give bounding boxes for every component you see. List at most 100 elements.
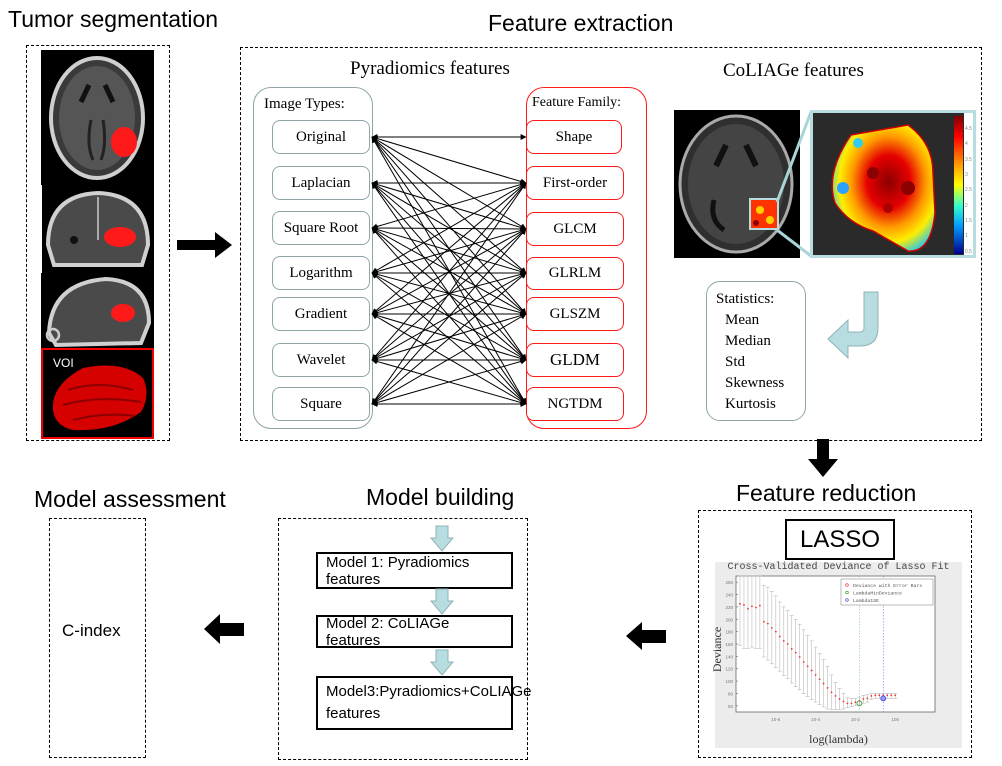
y-tick-label: 180 [725, 630, 733, 635]
image-type-square-root: Square Root [272, 211, 370, 245]
deviance-point [830, 691, 833, 694]
arrow-left-icon [204, 614, 244, 644]
image-type-gradient: Gradient [272, 297, 370, 331]
model-2-box: Model 2: CoLIAGe features [316, 614, 513, 649]
voi-label: VOI [53, 356, 74, 370]
model-building-panel [278, 518, 528, 760]
deviance-point [802, 661, 805, 663]
arrow-left-icon [626, 622, 666, 650]
deviance-point [890, 694, 893, 697]
colorbar-tick: 4.5 [965, 126, 972, 132]
legend-marker [845, 583, 849, 587]
legend-entry: LambdaMinDeviance [853, 591, 902, 597]
lasso-label: LASSO [799, 525, 881, 553]
y-tick-label: 160 [725, 642, 733, 647]
deviance-point [798, 656, 801, 658]
feature-family-ngtdm: NGTDM [526, 387, 624, 421]
feature-family-first-order: First-order [526, 166, 624, 200]
deviance-point [874, 694, 877, 697]
image-types-header: Image Types: [264, 96, 345, 112]
arrow-down-icon [808, 439, 838, 477]
y-tick-label: 60 [728, 704, 734, 709]
c-index-label: C-index [62, 621, 121, 640]
lasso-cv-chart: Cross-Validated Deviance of Lasso Fit 60… [710, 562, 962, 748]
y-tick-label: 220 [725, 605, 733, 610]
deviance-point [739, 602, 741, 605]
lambda-1se-marker [880, 695, 887, 702]
x-tick-label: 100 [891, 717, 899, 722]
chart-ylabel: Deviance [710, 626, 725, 673]
feature-reduction-title: Feature reduction [736, 480, 917, 506]
deviance-point [850, 702, 853, 705]
deviance-point [862, 698, 865, 700]
model-1-label: Model 1: Pyradiomics features [326, 553, 470, 588]
deviance-point [894, 694, 897, 697]
deviance-point [866, 697, 869, 700]
feature-extraction-title: Feature extraction [488, 10, 674, 36]
feature-family-glcm: GLCM [526, 212, 624, 246]
sagittal-brain-graphic [45, 276, 152, 348]
deviance-point [810, 669, 813, 672]
deviance-point [774, 630, 777, 633]
lasso-label-box: LASSO [785, 519, 895, 560]
light-arrow-down-icon [429, 525, 455, 552]
x-tick-label: 10-6 [771, 717, 781, 722]
statistic-median: Median [725, 333, 771, 349]
deviance-point [755, 606, 757, 609]
deviance-point [766, 622, 769, 625]
y-tick-label: 120 [725, 667, 733, 672]
colorbar-tick: 4 [965, 141, 968, 148]
model-2-label: Model 2: CoLIAGe features [326, 614, 450, 649]
feature-family-shape: Shape [526, 120, 622, 154]
axial-mri-image [41, 50, 154, 185]
colorbar-tick-labels: 4.543.532.521.510.50 [963, 118, 973, 255]
pyradiomics-title: Pyradiomics features [350, 58, 510, 79]
y-tick-label: 200 [725, 617, 733, 622]
deviance-point [786, 643, 789, 645]
legend-entry: Lambda1SE [853, 598, 879, 604]
deviance-point [826, 686, 829, 689]
tumor-segmentation-title: Tumor segmentation [8, 6, 219, 32]
deviance-point [762, 620, 765, 623]
model-assessment-panel [49, 518, 146, 758]
deviance-point [818, 678, 821, 681]
colorbar-tick: 3.5 [965, 156, 972, 163]
deviance-point [814, 674, 817, 676]
model-3-label: Model3:Pyradiomics+CoLIAGe features [326, 683, 532, 722]
deviance-point [758, 604, 761, 607]
coliage-mri-image [674, 110, 800, 258]
feature-family-glrlm: GLRLM [526, 257, 624, 290]
feature-family-glszm: GLSZM [526, 297, 624, 331]
statistics-box [706, 281, 806, 421]
legend-box [840, 578, 934, 606]
curved-arrow-icon [827, 291, 879, 360]
chart-xlabel: log(lambda) [809, 732, 868, 746]
deviance-point [870, 695, 873, 697]
image-type-original: Original [272, 120, 370, 154]
y-tick-label: 240 [725, 593, 733, 598]
colorbar-tick: 2.5 [965, 187, 972, 194]
deviance-point [822, 682, 825, 685]
deviance-point [794, 651, 797, 654]
deviance-point [778, 635, 781, 638]
statistic-std: Std [725, 354, 746, 370]
y-tick-label: 140 [725, 654, 733, 659]
x-tick-label: 10-2 [851, 717, 861, 722]
coliage-title: CoLIAGe features [723, 60, 864, 81]
deviance-point [842, 700, 845, 703]
coliage-heatmap-zoom: 4.543.532.521.510.50 [810, 110, 976, 258]
image-type-wavelet: Wavelet [272, 343, 370, 377]
model-building-title: Model building [366, 484, 515, 510]
axial-brain-graphic [49, 56, 145, 180]
deviance-point [751, 605, 753, 608]
voi-3d-tumor-graphic [52, 365, 147, 431]
light-arrow-down-icon [429, 649, 455, 676]
deviance-point [747, 607, 749, 610]
y-tick-label: 100 [725, 679, 733, 684]
coliage-brain-graphic [678, 114, 794, 254]
deviance-point [770, 627, 773, 629]
coronal-mri-image [42, 185, 154, 273]
colorbar-tick: 1 [965, 233, 968, 240]
legend-entry: Deviance with Error Bars [853, 583, 922, 589]
